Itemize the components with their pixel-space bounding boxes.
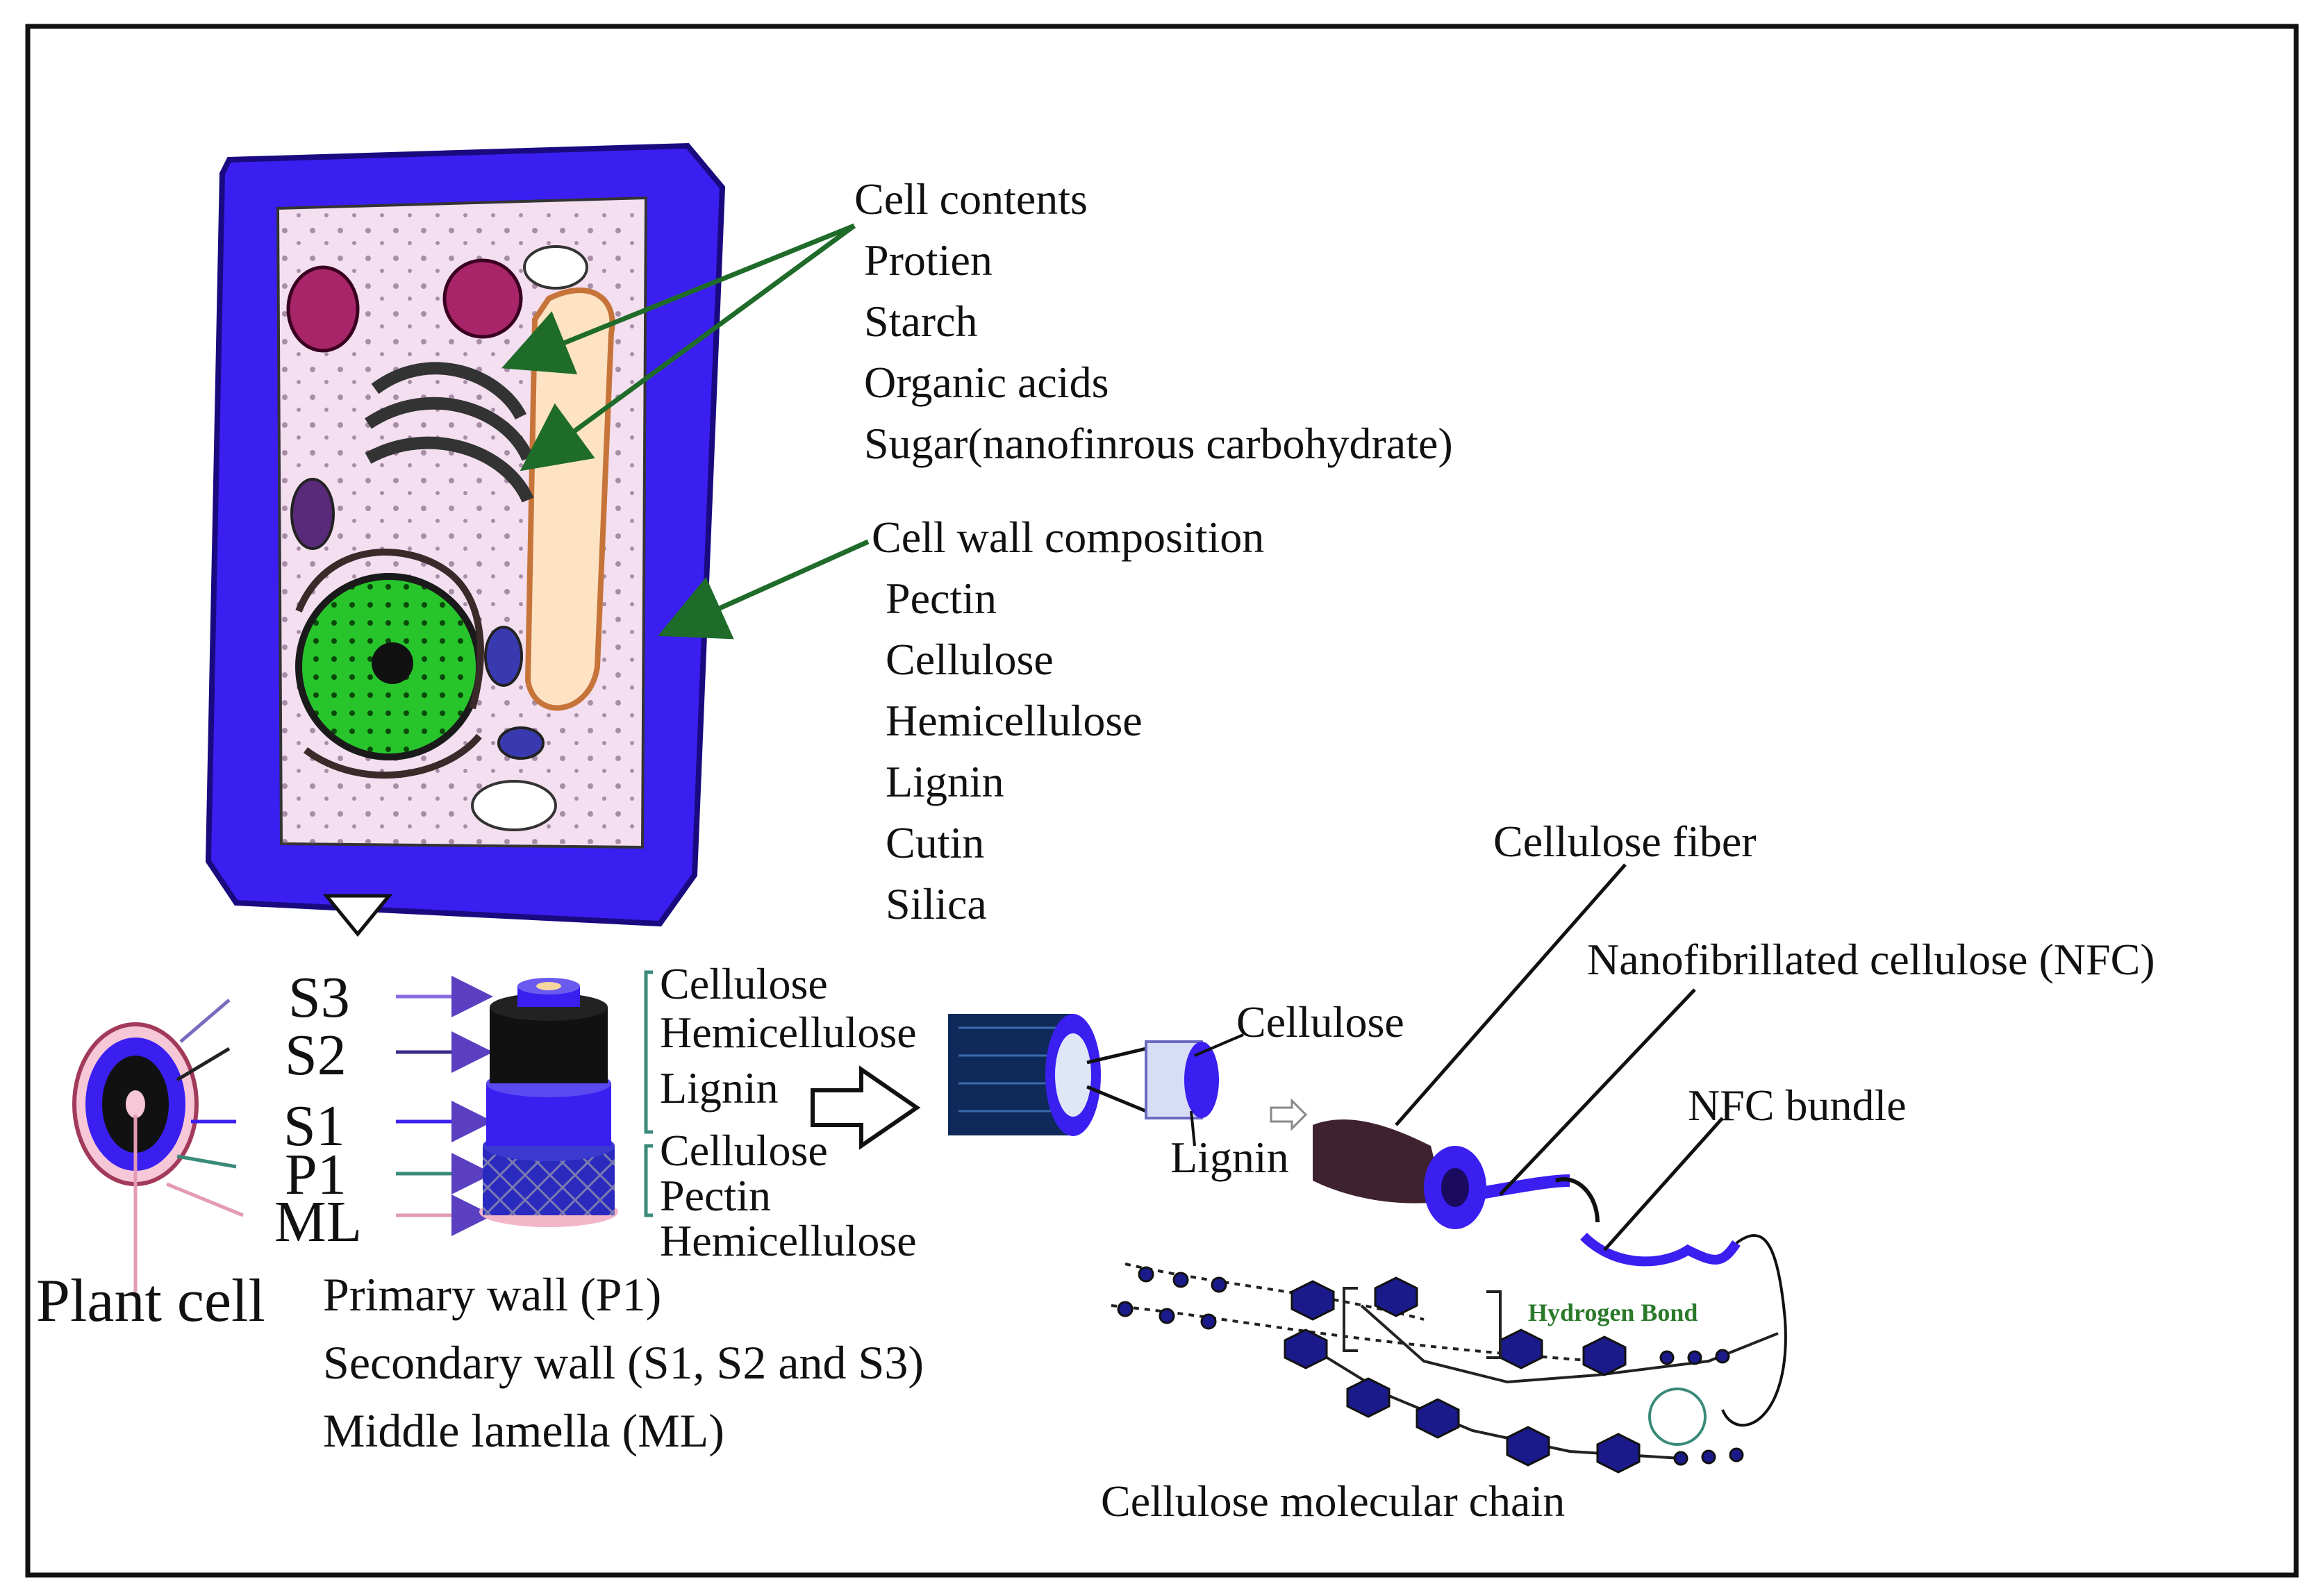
- cellulose-molecular-chain: [1111, 1263, 1779, 1474]
- cellulose-fiber-label: Cellulose fiber: [1493, 817, 1757, 866]
- cell-contents-list: Cell contents Protien Starch Organic aci…: [854, 177, 1453, 466]
- molecular-chain-label: Cellulose molecular chain: [1101, 1476, 1566, 1526]
- cell-contents-item: Sugar(nanofinrous carbohydrate): [864, 419, 1453, 468]
- cell-wall-item: Cutin: [886, 818, 985, 867]
- secondary-component: Lignin: [660, 1063, 779, 1113]
- wall-legend: Primary wall (P1) Secondary wall (S1, S2…: [323, 1271, 924, 1454]
- secondary-component: Hemicellulose: [660, 1008, 917, 1057]
- cell-contents-item: Organic acids: [864, 358, 1109, 407]
- primary-component: Cellulose: [660, 1126, 828, 1175]
- layer-arrows: [396, 976, 493, 1236]
- cell-contents-item: Protien: [864, 235, 993, 285]
- nfc-label: Nanofibrillated cellulose (NFC): [1587, 935, 2155, 984]
- primary-component: Hemicellulose: [660, 1216, 917, 1265]
- cellulose-label: Cellulose: [1236, 997, 1404, 1047]
- cell-contents-arrows: [501, 223, 870, 640]
- layer-label-p1: P1: [285, 1142, 347, 1207]
- cell-wall-layer-cylinder: [479, 978, 618, 1227]
- layer-label-s3: S3: [288, 965, 350, 1030]
- fiber-bundle: [948, 1014, 1308, 1147]
- cell-wall-item: Pectin: [886, 574, 997, 623]
- leader-lines: [1395, 863, 1724, 1251]
- cell-wall-item: Cellulose: [886, 635, 1054, 684]
- cell-wall-composition-list: Cell wall composition Pectin Cellulose H…: [872, 515, 1264, 926]
- cell-contents-heading: Cell contents: [854, 174, 1088, 224]
- process-arrow: [811, 1065, 921, 1150]
- cell-wall-item: Silica: [886, 879, 987, 928]
- primary-component: Pectin: [660, 1171, 771, 1220]
- plant-cell-illustration: [205, 142, 726, 937]
- cellulose-fiber: [1313, 1119, 1787, 1427]
- figure-frame: [25, 24, 2299, 1578]
- layer-label-s1: S1: [283, 1094, 345, 1158]
- layer-label-s2: S2: [285, 1023, 347, 1088]
- nfc-bundle-label: NFC bundle: [1688, 1081, 1907, 1130]
- plant-cell-cross-section: [72, 999, 244, 1292]
- lignin-label: Lignin: [1170, 1133, 1289, 1182]
- wall-legend-item: Middle lamella (ML): [323, 1404, 724, 1457]
- component-brackets: [644, 970, 653, 1217]
- wall-legend-item: Primary wall (P1): [323, 1268, 662, 1321]
- layer-label-ml: ML: [274, 1190, 362, 1254]
- secondary-component: Cellulose: [660, 959, 828, 1008]
- cell-wall-item: Hemicellulose: [886, 696, 1143, 745]
- hydrogen-bond-label: Hydrogen Bond: [1528, 1299, 1698, 1326]
- wall-legend-item: Secondary wall (S1, S2 and S3): [323, 1336, 924, 1389]
- plant-cell-label: Plant cell: [36, 1267, 265, 1335]
- cell-wall-heading: Cell wall composition: [872, 513, 1265, 562]
- cell-wall-item: Lignin: [886, 757, 1004, 806]
- cell-contents-item: Starch: [864, 297, 978, 346]
